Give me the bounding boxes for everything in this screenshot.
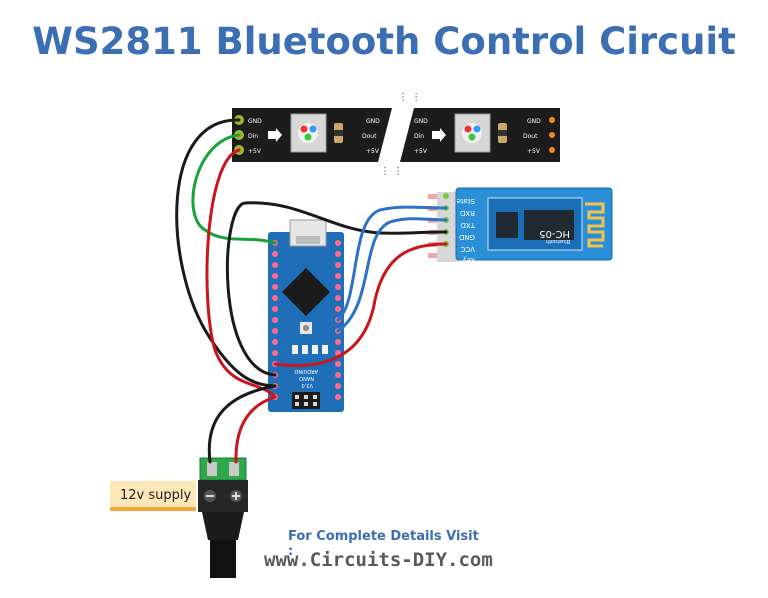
wires [175,118,448,464]
strip-pin-label-din: Din [248,133,258,140]
hc05-bluetooth-module: State RXD TXD GND VCC Key HC-05 Bluetoot… [428,187,613,264]
arrow-right-icon [268,128,282,142]
dc-power-jack [198,457,248,578]
bt-antenna [585,202,605,248]
arduino-label-3: V3.0 [302,382,313,388]
led-strip: ⋮ ⋮ ⋮ ⋮ GND Din +5V GND Dout +5V GND Din… [232,92,560,177]
strip-break-mark-bottom: ⋮ ⋮ [380,166,403,177]
strip-break-mark-top: ⋮ ⋮ [398,92,421,103]
strip-pin-label-5v-right-a: +5V [366,148,380,155]
footer-website-link[interactable]: www.Circuits-DIY.com [264,549,493,571]
footer-visit-text: For Complete Details Visit : [288,529,479,559]
arduino-label-1: ARDUINO [294,368,318,374]
strip-pin-label-gnd-b: GND [414,118,428,125]
wire-black-strip-gnd [175,118,277,388]
bt-pin-vcc: VCC [460,245,475,253]
wire-red-bt-vcc [273,242,448,368]
strip-pin-label-dout-a: Dout [362,133,377,140]
bt-chip-sub: Bluetooth [546,238,570,244]
wire-black-jack [207,384,277,464]
strip-pin-label-5v: +5V [248,148,262,155]
wire-black-bt-gnd [225,201,448,377]
wire-red-strip-5v [205,148,277,399]
bt-pin-rxd: RXD [460,209,475,217]
page-title: WS2811 Bluetooth Control Circuit [32,20,736,63]
bt-pin-key: Key [462,256,475,264]
strip-pin-label-din-b: Din [414,133,424,140]
arrow-right-icon [432,128,446,142]
wire-blue-txd [336,217,448,333]
arduino-nano: ARDUINO NANO V3.0 [268,219,344,412]
supply-label: 12v supply [110,481,196,511]
bt-chip-label: HC-05 [539,228,570,239]
wire-blue-rxd [336,205,448,322]
bt-pin-txd: TXD [461,221,476,229]
arduino-label-2: NANO [299,375,314,381]
strip-pin-label-gnd-right-a: GND [366,118,380,125]
wire-red-jack [234,395,277,464]
strip-pin-label-5v-out: +5V [527,148,541,155]
strip-pin-label-gnd-out: GND [527,118,541,125]
wire-green-data [191,133,277,245]
bt-pin-state: State [456,197,475,205]
strip-pin-label-gnd: GND [248,118,262,125]
bt-pin-gnd: GND [459,233,475,241]
terminal-block [199,457,247,481]
strip-pin-label-5v-b: +5V [414,148,428,155]
mcu-chip [281,267,331,317]
strip-pin-label-dout: Dout [523,133,538,140]
icsp-header [292,392,320,409]
